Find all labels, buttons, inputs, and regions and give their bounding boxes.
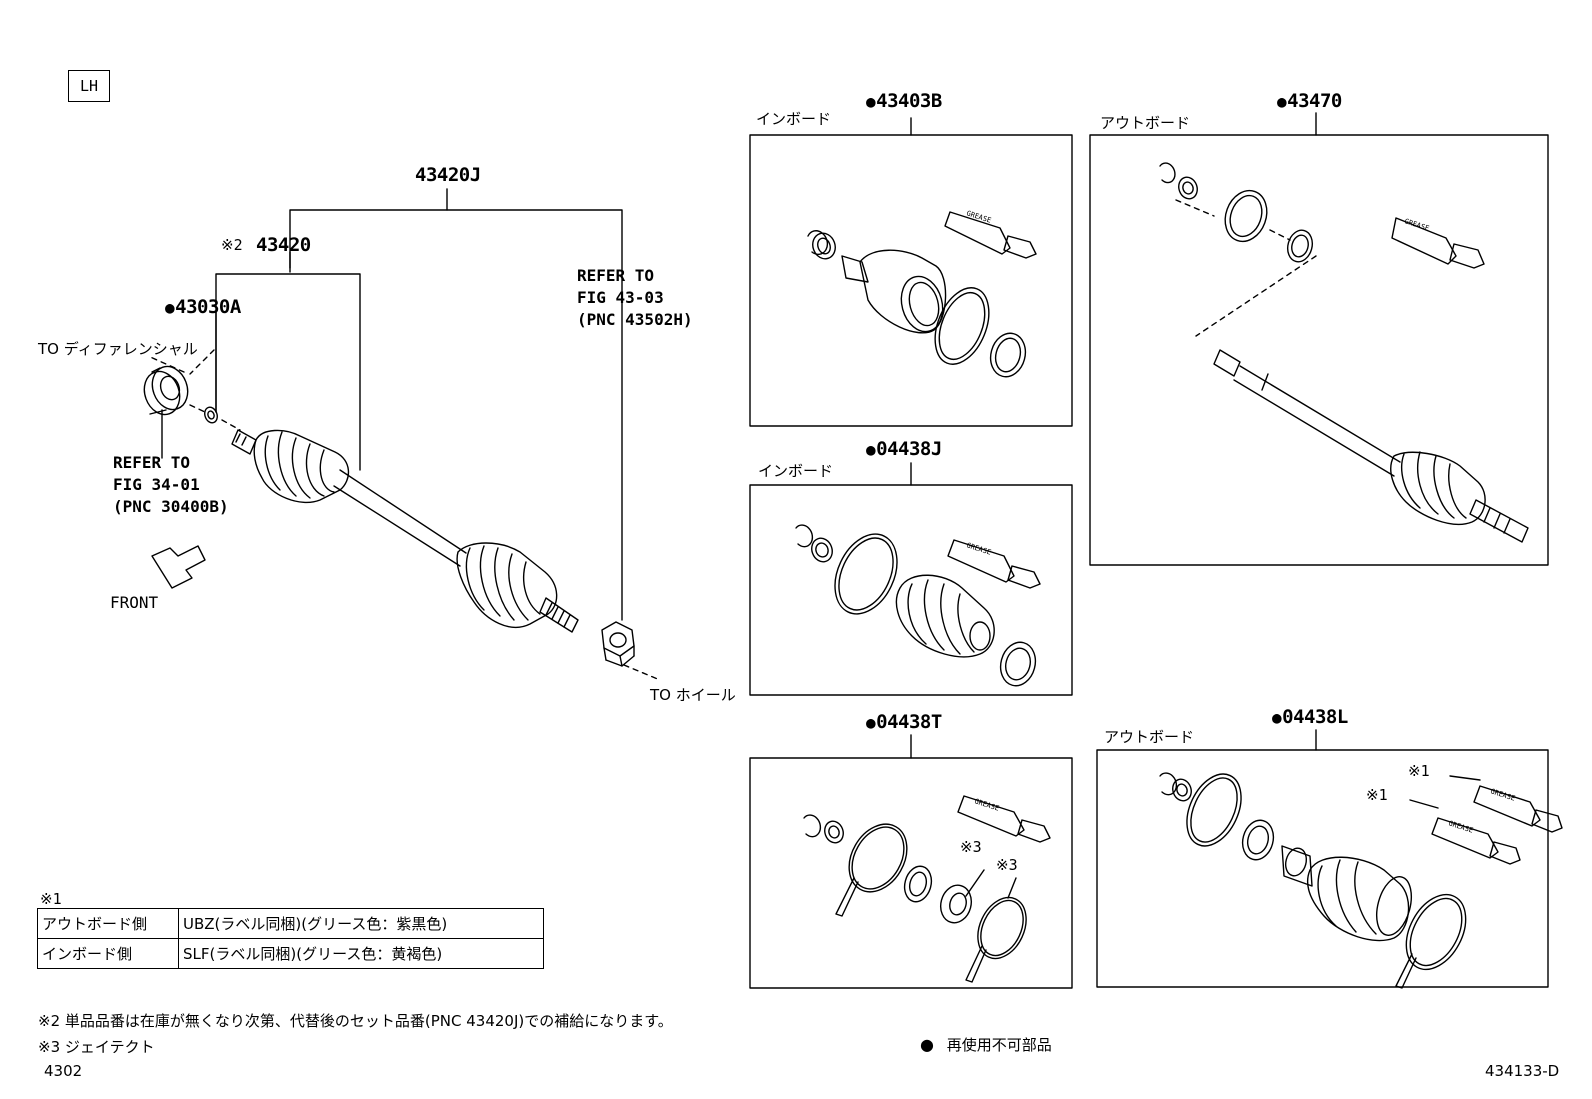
refer-fig-34-01[interactable]: REFER TO FIG 34-01 (PNC 30400B)	[113, 453, 229, 516]
kit-04438l-side: アウトボード	[1104, 728, 1195, 746]
front-arrow-icon	[151, 545, 206, 589]
part-number-shaft[interactable]: 43420	[256, 234, 311, 256]
table-cell-desc: UBZ(ラベル同梱)(グリース色：紫黒色)	[178, 908, 544, 939]
table-cell-side: アウトボード側	[37, 908, 179, 939]
part-number-kit-04438l[interactable]: 04438L	[1272, 708, 1348, 727]
figure-id: 434133-D	[1485, 1062, 1560, 1080]
kit-04438j-side: インボード	[758, 462, 834, 480]
legend-text: 再使用不可部品	[946, 1036, 1052, 1054]
footnote-3: ※3 ジェイテクト	[38, 1038, 155, 1056]
kit-04438t-note-b: ※3	[996, 856, 1018, 874]
kit-box-frames	[749, 112, 1549, 989]
part-number-kit-43470[interactable]: 43470	[1277, 92, 1342, 111]
kit-04438l-parts	[1159, 772, 1563, 989]
kit-43470-side: アウトボード	[1100, 114, 1191, 132]
kit-04438t-parts	[803, 795, 1051, 983]
front-direction-label: FRONT	[110, 593, 159, 612]
part-number-kit-04438t[interactable]: 04438T	[866, 713, 942, 732]
kit-04438t-note-a: ※3	[960, 838, 982, 856]
leader-lines	[147, 188, 661, 681]
to-wheel-label: TO ホイール	[650, 686, 736, 704]
lh-label-box: LH	[68, 70, 110, 102]
kit-04438l-note-b: ※1	[1366, 786, 1388, 804]
table-cell-desc: SLF(ラベル同梱)(グリース色：黄褐色)	[178, 938, 544, 969]
note-1-mark: ※1	[40, 890, 62, 908]
drive-shaft	[231, 429, 579, 633]
bullet-icon: ●	[920, 1035, 934, 1054]
part-number-kit-04438j[interactable]: 04438J	[866, 440, 942, 459]
refer-fig-43-03[interactable]: REFER TO FIG 43-03 (PNC 43502H)	[577, 266, 693, 329]
snap-ring-small	[204, 406, 218, 424]
note-2-mark: ※2	[221, 236, 243, 254]
grease-note-table: アウトボード側 UBZ(ラベル同梱)(グリース色：紫黒色) インボード側 SLF…	[37, 908, 544, 969]
part-number-seal[interactable]: 43030A	[165, 298, 241, 317]
kit-43403b-side: インボード	[756, 110, 832, 128]
kit-43470-parts	[1159, 162, 1529, 543]
table-row: アウトボード側 UBZ(ラベル同梱)(グリース色：紫黒色)	[37, 908, 544, 939]
section-code: 4302	[44, 1062, 83, 1080]
kit-04438j-parts	[795, 524, 1041, 687]
table-cell-side: インボード側	[37, 938, 179, 969]
footnote-2: ※2 単品品番は在庫が無くなり次第、代替後のセット品番(PNC 43420J)で…	[38, 1012, 673, 1030]
legend-non-reusable: ● 再使用不可部品	[920, 1034, 1052, 1055]
kit-04438l-note-a: ※1	[1408, 762, 1430, 780]
kit-43403b-parts	[807, 211, 1037, 378]
to-differential-label: TO ディファレンシャル	[38, 340, 198, 358]
part-number-main-assembly[interactable]: 43420J	[415, 164, 481, 186]
part-number-kit-43403b[interactable]: 43403B	[866, 92, 942, 111]
hub-nut	[601, 621, 635, 667]
table-row: インボード側 SLF(ラベル同梱)(グリース色：黄褐色)	[37, 938, 544, 969]
oil-seal	[143, 365, 189, 416]
